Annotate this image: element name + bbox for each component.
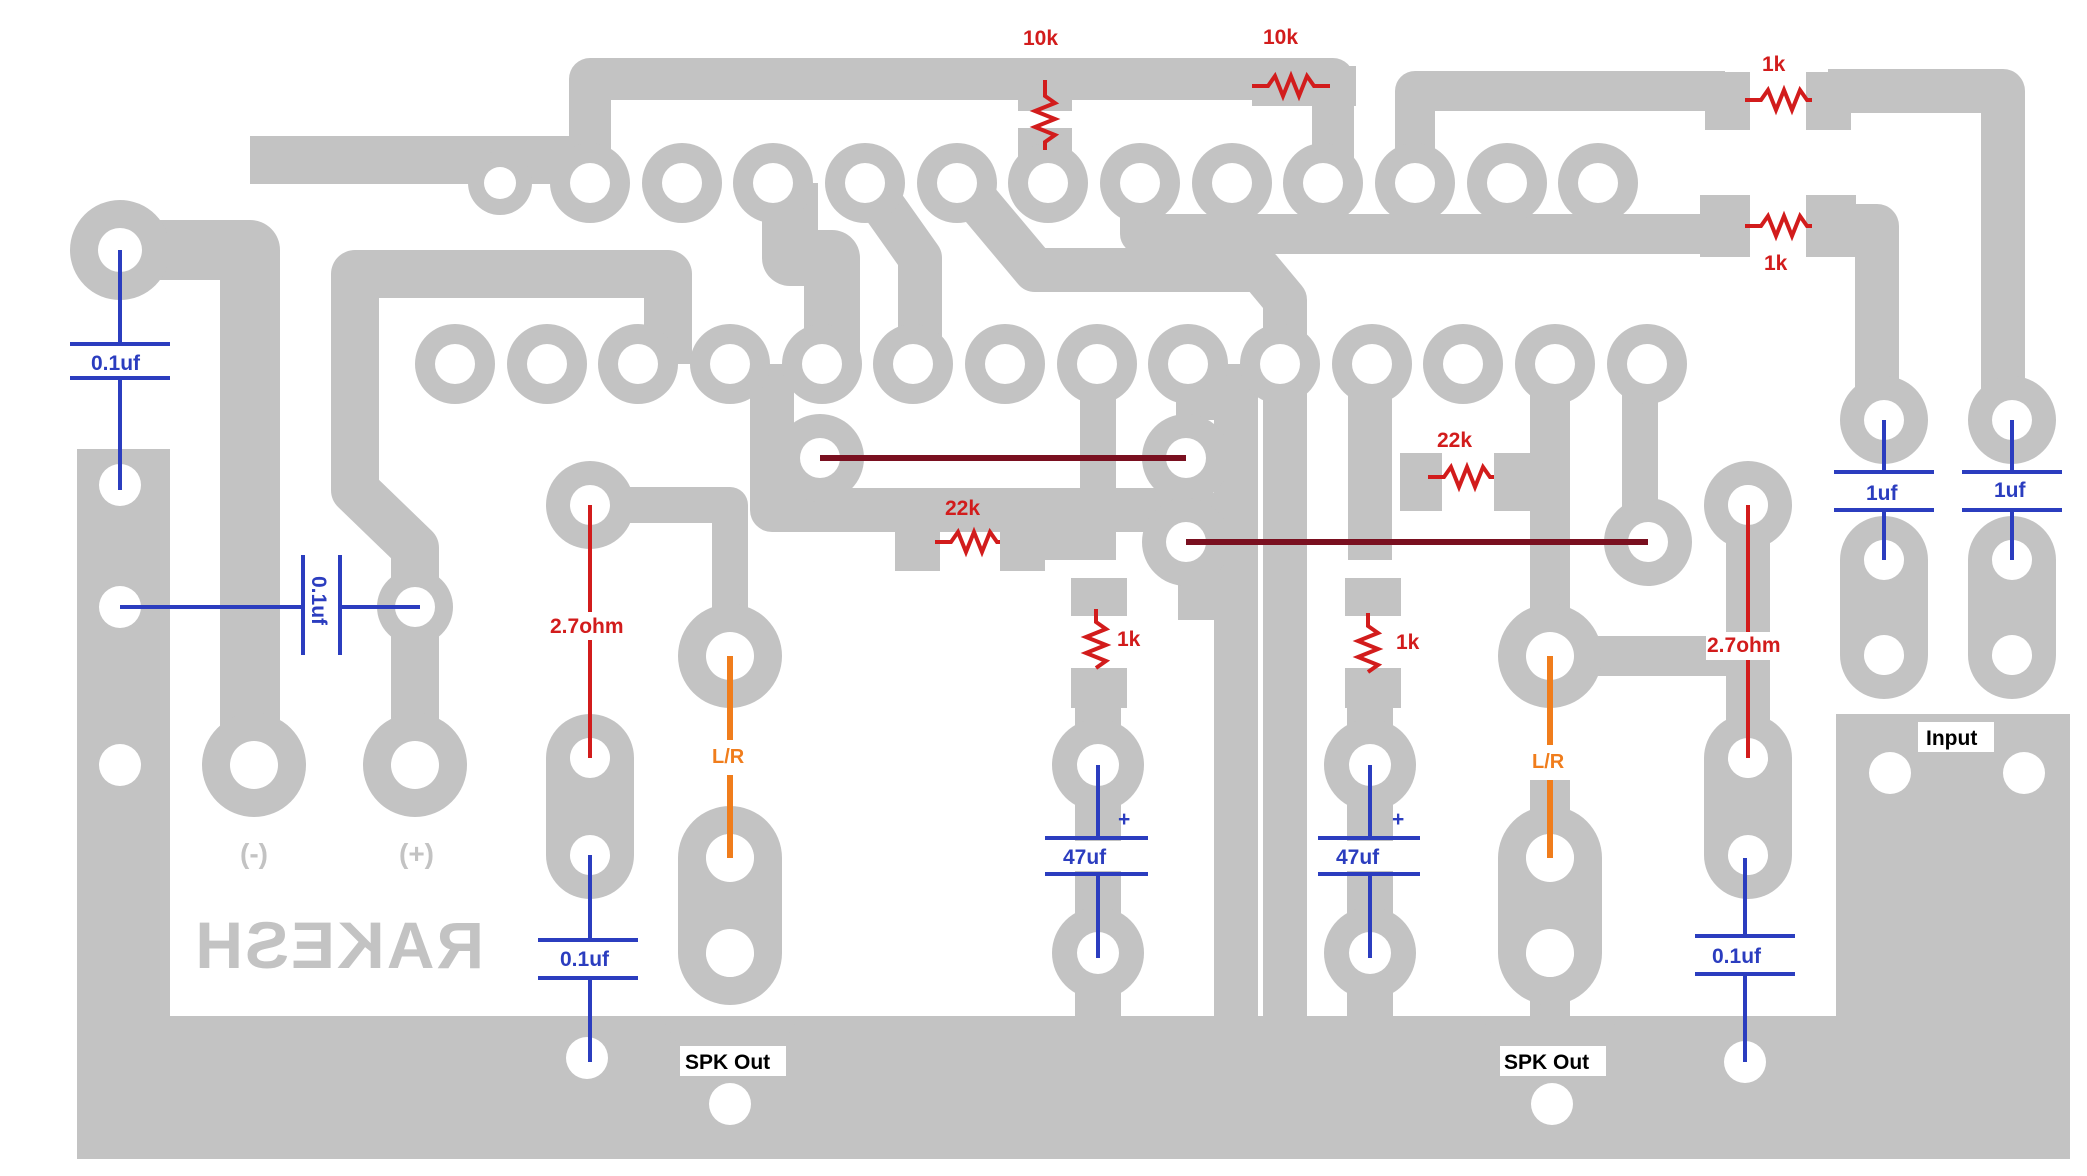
label-r-bias-left: 1k <box>1117 628 1141 651</box>
label-speaker-out-left: SPK Out <box>685 1051 770 1074</box>
label-c-zobel-left: 0.1uf <box>560 948 610 971</box>
label-polarity-right: + <box>1392 808 1404 831</box>
label-input: Input <box>1926 727 1977 750</box>
resistor-1k-left-bias <box>1080 609 1112 670</box>
label-r-bias-right: 1k <box>1396 631 1420 654</box>
label-r-top-mid: 10k <box>1263 26 1298 49</box>
resistor-1k-top <box>1745 84 1812 116</box>
label-bg-zobel-left <box>548 612 632 640</box>
label-speaker-out-right: SPK Out <box>1504 1051 1589 1074</box>
label-r-zobel-right: 2.7ohm <box>1707 634 1781 657</box>
speaker-links <box>727 656 1553 858</box>
label-r-mid-right: 1k <box>1764 252 1788 275</box>
board-marking: RAKESH <box>193 908 484 982</box>
labels: 10k 10k 1k 1k 22k 22k 1k 1k 2.7ohm 2.7oh… <box>70 26 2060 1076</box>
label-c-bypass-left: 47uf <box>1063 846 1107 869</box>
label-speaker-link-right: L/R <box>1532 751 1565 773</box>
resistor-10k-horizontal <box>1252 70 1330 102</box>
resistor-symbols <box>588 70 1812 758</box>
label-r-top-right: 1k <box>1762 53 1786 76</box>
label-c-bypass-right: 47uf <box>1336 846 1380 869</box>
label-c-input-left: 1uf <box>1866 482 1899 505</box>
label-c-power-mid: 0.1uf <box>307 576 330 626</box>
resistor-1k-right-bias <box>1352 613 1384 674</box>
label-c-power-left: 0.1uf <box>91 352 141 375</box>
label-c-input-right: 1uf <box>1994 479 2027 502</box>
label-r-fb-right: 22k <box>1437 429 1472 452</box>
label-bg-zobel-right <box>1706 632 1796 660</box>
capacitor-symbols <box>70 250 2062 1062</box>
resistor-22k-left <box>935 526 1000 558</box>
label-r-fb-left: 22k <box>945 497 980 520</box>
label-power-negative: (-) <box>240 838 268 869</box>
label-speaker-link-left: L/R <box>712 746 745 768</box>
label-r-top-left: 10k <box>1023 27 1058 50</box>
jumper-wires <box>820 455 1648 545</box>
label-c-zobel-right: 0.1uf <box>1712 945 1762 968</box>
label-power-positive: (+) <box>399 838 434 869</box>
ground-plane <box>77 449 2070 1159</box>
label-r-zobel-left: 2.7ohm <box>550 615 624 638</box>
resistor-1k-mid <box>1745 210 1812 242</box>
resistor-22k-right <box>1428 461 1494 493</box>
resistor-10k-vertical <box>1029 80 1061 150</box>
label-polarity-left: + <box>1118 808 1130 831</box>
